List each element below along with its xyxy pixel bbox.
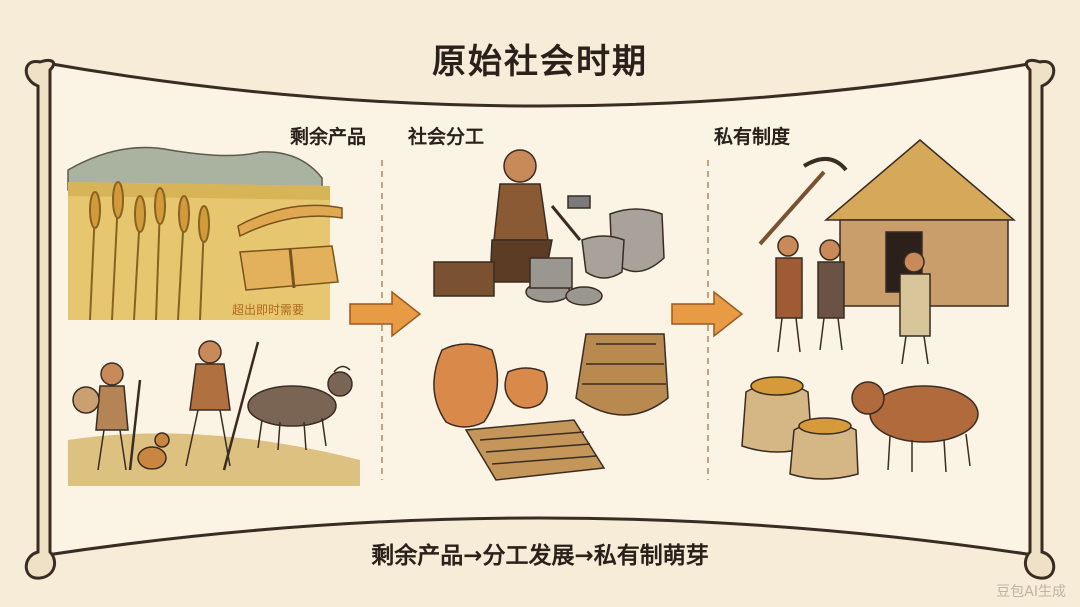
woven-basket-icon bbox=[575, 333, 669, 416]
right-scroll-roll bbox=[1023, 58, 1056, 580]
left-scroll-roll bbox=[24, 58, 57, 580]
arrow-1-icon bbox=[349, 290, 422, 338]
section-label-surplus: 剩余产品 bbox=[290, 126, 367, 148]
chicken-icon bbox=[137, 432, 170, 470]
villager-figure-icon bbox=[817, 239, 845, 351]
grain-sacks-icon bbox=[741, 376, 859, 480]
watermark: 豆包AI生成 bbox=[996, 584, 1066, 600]
spear-hunter-icon bbox=[185, 340, 260, 471]
arrow-2-icon bbox=[671, 290, 744, 338]
surplus-note: 超出即时需要 bbox=[232, 303, 305, 317]
panel-labour-art bbox=[433, 149, 669, 481]
clay-pots-icon bbox=[581, 208, 665, 279]
wheat-sheaf-icon bbox=[237, 204, 343, 291]
panel-ownership-art bbox=[741, 139, 1017, 480]
summary-caption: 剩余产品→分工发展→私有制萌芽 bbox=[371, 543, 709, 569]
hills bbox=[67, 146, 323, 191]
panel-surplus-art bbox=[67, 146, 360, 486]
chief-figure-icon bbox=[899, 251, 931, 365]
craftsman-icon bbox=[433, 149, 591, 297]
ox-icon bbox=[851, 381, 979, 473]
section-label-ownership: 私有制度 bbox=[714, 126, 791, 148]
ground bbox=[68, 433, 360, 486]
pottery-jars-icon bbox=[433, 343, 548, 428]
section-label-labour: 社会分工 bbox=[408, 126, 485, 148]
page-title: 原始社会时期 bbox=[432, 42, 648, 82]
pickaxe-icon bbox=[758, 157, 848, 246]
villager-figure-icon bbox=[775, 235, 803, 353]
woven-mat-icon bbox=[464, 419, 606, 481]
goat-icon bbox=[247, 365, 353, 451]
stones-icon bbox=[525, 257, 603, 306]
wheat-stalks-icon bbox=[89, 181, 210, 321]
hunter-figure-icon bbox=[72, 362, 142, 471]
